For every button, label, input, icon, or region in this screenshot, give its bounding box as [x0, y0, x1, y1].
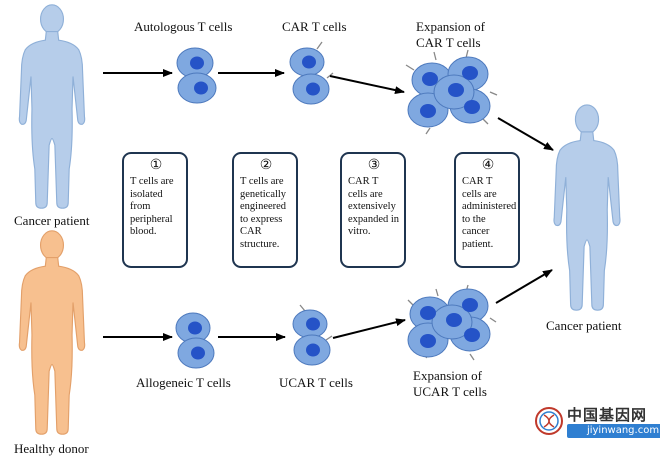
ucar-t-cells-icon [292, 304, 333, 366]
healthy-donor-label: Healthy donor [14, 441, 89, 456]
car-t-cells-label: CAR T cells [282, 19, 347, 34]
cancer-patient-figure-left [18, 4, 86, 209]
step-3-number: ③ [367, 158, 381, 173]
cancer-patient-left-label: Cancer patient [14, 213, 90, 228]
expansion-car-label-line1: Expansion of [416, 19, 485, 34]
watermark: 中国基因网 jiyinwang.com [534, 403, 660, 439]
arrow-car-to-expansion [329, 75, 405, 95]
healthy-donor-figure [18, 230, 86, 435]
car-t-cells-icon [289, 41, 334, 105]
step-2-text: T cells are genetically engineered to ex… [240, 176, 287, 250]
arrow-expansion-to-patient [497, 117, 554, 151]
step-4-number: ④ [481, 158, 495, 173]
jiyinwang-logo-icon [535, 407, 563, 435]
allogeneic-t-cells-icon [175, 312, 215, 369]
expansion-ucar-label-line2: UCAR T cells [413, 384, 487, 399]
step-3-text: CAR T cells are extensively expanded in … [348, 176, 400, 237]
expansion-car-label-line2: CAR T cells [416, 35, 481, 50]
watermark-chinese-text: 中国基因网 [567, 406, 648, 424]
step-4-box: ④ CAR T cells are administered to the ca… [454, 152, 520, 268]
step-3-box: ③ CAR T cells are extensively expanded i… [340, 152, 406, 268]
arrow-ucar-to-expansion [332, 318, 406, 339]
expansion-ucar-label-line1: Expansion of [413, 368, 482, 383]
step-1-text: T cells are isolated from peripheral blo… [130, 176, 174, 237]
allogeneic-t-cells-label: Allogeneic T cells [136, 375, 231, 390]
step-1-box: ① T cells are isolated from peripheral b… [122, 152, 188, 268]
expanded-car-t-cells-icon [405, 49, 498, 135]
step-2-number: ② [259, 158, 273, 173]
cancer-patient-figure-right [553, 104, 621, 311]
expanded-ucar-t-cells-icon [407, 284, 497, 361]
step-1-number: ① [149, 158, 163, 173]
step-2-box: ② T cells are genetically engineered to … [232, 152, 298, 268]
autologous-t-cells-icon [176, 47, 217, 104]
arrow-ucar-expansion-to-patient [495, 269, 553, 304]
cancer-patient-right-label: Cancer patient [546, 318, 622, 333]
autologous-t-cells-label: Autologous T cells [134, 19, 233, 34]
step-4-text: CAR T cells are administered to the canc… [462, 176, 517, 250]
watermark-url: jiyinwang.com [567, 424, 660, 438]
ucar-t-cells-label: UCAR T cells [279, 375, 353, 390]
